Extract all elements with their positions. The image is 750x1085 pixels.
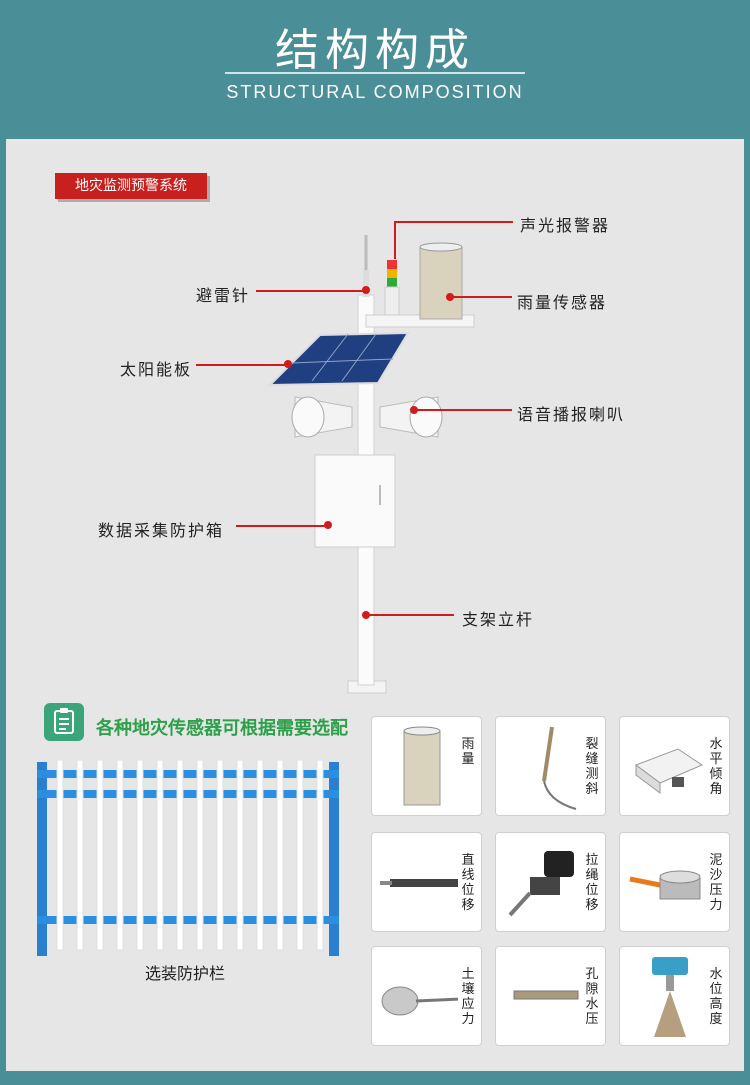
sensor-card-soil: 土壤应力 bbox=[371, 946, 482, 1046]
sensor-card-linear: 直线位移 bbox=[371, 832, 482, 932]
sensors-section-title: 各种地灾传感器可根据需要选配 bbox=[96, 718, 348, 739]
alarm-leader bbox=[395, 221, 513, 223]
soil-stress-icon bbox=[376, 951, 458, 1043]
rain-sensor-leader bbox=[452, 296, 512, 298]
inclinometer-icon bbox=[624, 721, 706, 813]
sensor-card-piezometer: 孔隙水压 bbox=[495, 946, 606, 1046]
fence-label: 选装防护栏 bbox=[144, 964, 225, 983]
sensor-card-label: 泥沙压力 bbox=[709, 853, 723, 913]
data-box-leader bbox=[236, 525, 326, 527]
fence-illustration bbox=[37, 760, 339, 956]
rain-sensor-dot bbox=[446, 293, 454, 301]
pole-leader bbox=[368, 614, 454, 616]
lightning-rod-label: 避雷针 bbox=[196, 286, 251, 305]
sensor-card-label: 水位高度 bbox=[709, 967, 723, 1027]
data-box-label: 数据采集防护箱 bbox=[98, 521, 225, 540]
alarm-leader-vertical bbox=[394, 221, 396, 259]
pressure-cell-icon bbox=[624, 837, 706, 929]
solar-panel-leader bbox=[196, 364, 286, 366]
title-divider bbox=[225, 72, 525, 74]
linear-displacement-icon bbox=[376, 837, 458, 929]
alarm-label: 声光报警器 bbox=[520, 216, 611, 235]
lightning-rod-dot bbox=[362, 286, 370, 294]
sensor-card-label: 水平倾角 bbox=[709, 737, 723, 797]
radar-level-icon bbox=[624, 951, 706, 1043]
speaker-label: 语音播报喇叭 bbox=[517, 405, 626, 424]
sensor-card-label: 拉绳位移 bbox=[585, 853, 599, 913]
sensor-card-water-level: 水位高度 bbox=[619, 946, 730, 1046]
draw-wire-icon bbox=[500, 837, 582, 929]
data-box-dot bbox=[324, 521, 332, 529]
piezometer-icon bbox=[500, 951, 582, 1043]
sensor-card-label: 直线位移 bbox=[461, 853, 475, 913]
sensor-card-crack: 裂缝测斜 bbox=[495, 716, 606, 816]
pole-label: 支架立杆 bbox=[462, 610, 535, 629]
crack-meter-icon bbox=[500, 721, 582, 813]
pole-dot bbox=[362, 611, 370, 619]
clipboard-icon bbox=[44, 703, 84, 741]
system-badge: 地灾监测预警系统 bbox=[55, 173, 207, 199]
solar-panel-label: 太阳能板 bbox=[120, 360, 193, 379]
sensor-card-label: 土壤应力 bbox=[461, 967, 475, 1027]
rain-gauge-icon bbox=[376, 721, 458, 813]
speaker-dot bbox=[410, 406, 418, 414]
speaker-leader bbox=[416, 409, 512, 411]
solar-panel-dot bbox=[284, 360, 292, 368]
page-subtitle: STRUCTURAL COMPOSITION bbox=[226, 82, 524, 102]
rain-sensor-label: 雨量传感器 bbox=[517, 293, 608, 312]
sensor-card-drawwire: 拉绳位移 bbox=[495, 832, 606, 932]
sensor-card-label: 裂缝测斜 bbox=[585, 737, 599, 797]
monitoring-station-illustration bbox=[267, 235, 475, 694]
sensor-card-tilt: 水平倾角 bbox=[619, 716, 730, 816]
sensor-card-pressure: 泥沙压力 bbox=[619, 832, 730, 932]
page-title: 结构构成 bbox=[275, 25, 475, 76]
sensor-card-label: 孔隙水压 bbox=[585, 967, 599, 1027]
lightning-rod-leader bbox=[256, 290, 364, 292]
sensor-card-label: 雨量 bbox=[461, 737, 475, 767]
sensor-card-rain: 雨量 bbox=[371, 716, 482, 816]
